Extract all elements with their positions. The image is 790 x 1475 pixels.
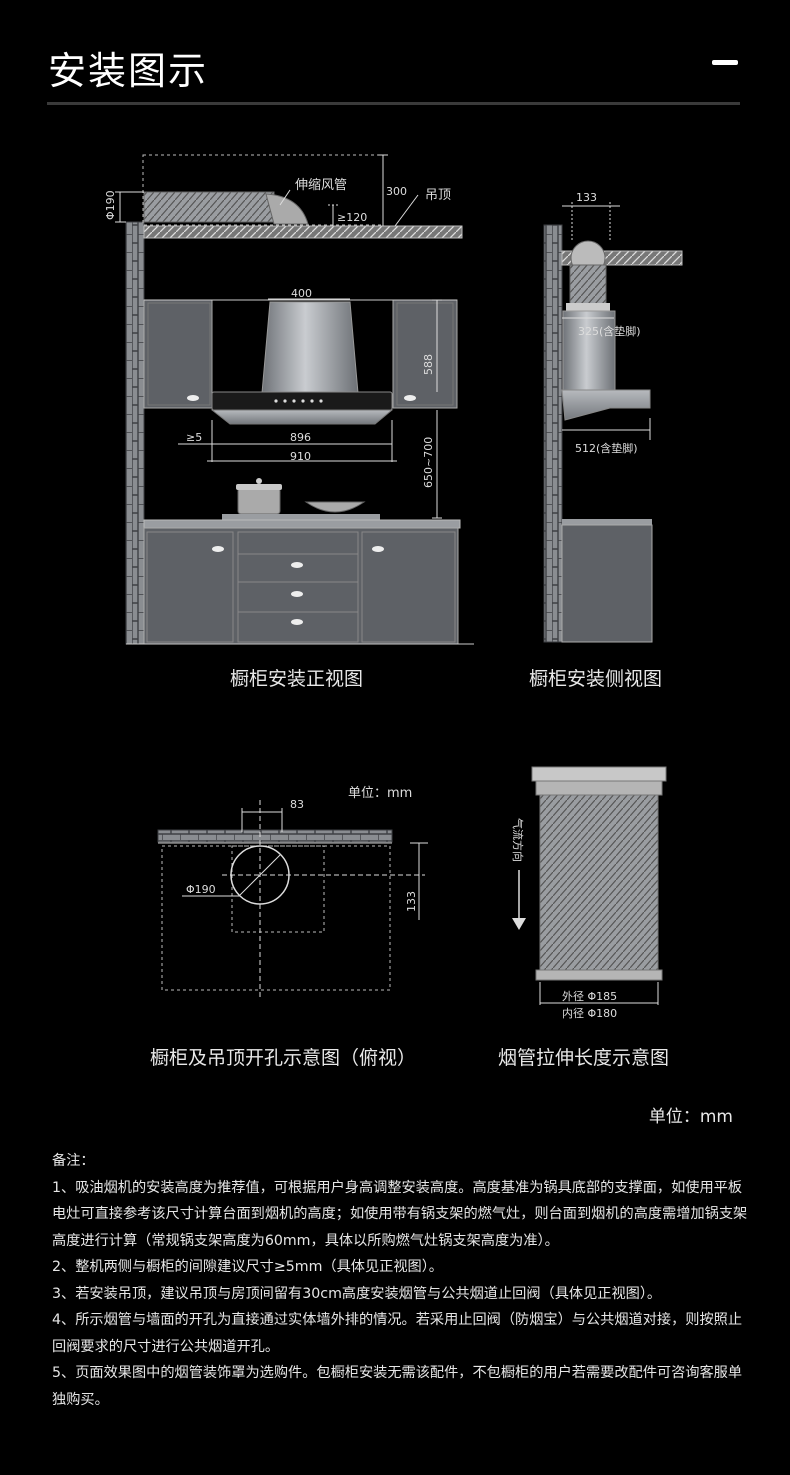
- ceiling-label: 吊顶: [425, 188, 451, 203]
- dim-300: 300: [386, 185, 407, 198]
- top-view-caption: 橱柜及吊顶开孔示意图（俯视）: [150, 1047, 417, 1069]
- top-view-diagram: 83 Φ190 133 单位：mm: [157, 786, 428, 1000]
- note-item: 2、整机两侧与橱柜的间隙建议尺寸≥5mm（具体见正视图）。: [52, 1259, 443, 1275]
- side-view-diagram: 133 325(含垫脚) 512(含垫脚): [543, 191, 683, 643]
- duct-label: 伸缩风管: [295, 177, 347, 193]
- page-title: 安装图示: [48, 49, 209, 93]
- top-dim-phi190: Φ190: [186, 883, 216, 896]
- top-dim-83: 83: [290, 798, 304, 811]
- side-dim-133: 133: [576, 191, 597, 204]
- installation-diagrams: 伸缩风管 吊顶 300 ≥120 Φ190 400 588 ≥5 896 910…: [104, 154, 683, 1020]
- dim-gap5: ≥5: [186, 431, 202, 444]
- unit-label: 单位：mm: [648, 1107, 733, 1127]
- duct-diagram: 气流方向 外径 Φ185 内径 Φ180: [511, 766, 667, 1020]
- side-dim-512: 512(含垫脚): [575, 441, 638, 455]
- front-view-caption: 橱柜安装正视图: [230, 668, 364, 690]
- duct-outer-diameter: 外径 Φ185: [562, 990, 617, 1003]
- note-item: 4、所示烟管与墙面的开孔为直接通过实体墙外排的情况。若采用止回阀（防烟宝）与公共…: [52, 1312, 743, 1355]
- collapse-icon[interactable]: [712, 60, 738, 65]
- notes-heading: 备注：: [52, 1153, 95, 1169]
- duct-inner-diameter: 内径 Φ180: [562, 1006, 617, 1020]
- note-item: 5、页面效果图中的烟管装饰罩为选购件。包橱柜安装无需该配件，不包橱柜的用户若需要…: [52, 1365, 743, 1408]
- dim-896: 896: [290, 431, 311, 444]
- side-dim-325: 325(含垫脚): [578, 324, 641, 338]
- note-item: 3、若安装吊顶，建议吊顶与房顶间留有30cm高度安装烟管与公共烟道止回阀（具体见…: [52, 1285, 662, 1302]
- notes-section: 备注： 1、吸油烟机的安装高度为推荐值，可根据用户身高调整安装高度。高度基准为锅…: [52, 1148, 752, 1413]
- dim-400: 400: [291, 287, 312, 300]
- dim-phi190: Φ190: [104, 190, 117, 220]
- airflow-label: 气流方向: [511, 818, 525, 862]
- side-view-caption: 橱柜安装侧视图: [529, 668, 663, 690]
- dim-120: ≥120: [337, 211, 367, 224]
- front-view-diagram: 伸缩风管 吊顶 300 ≥120 Φ190 400 588 ≥5 896 910…: [104, 154, 474, 645]
- dim-650-700: 650~700: [422, 437, 435, 488]
- top-unit-label: 单位：mm: [348, 786, 412, 801]
- top-dim-133: 133: [405, 891, 418, 912]
- title-divider: [47, 102, 740, 105]
- note-item: 1、吸油烟机的安装高度为推荐值，可根据用户身高调整安装高度。高度基准为锅具底部的…: [52, 1179, 748, 1249]
- duct-view-caption: 烟管拉伸长度示意图: [498, 1047, 670, 1069]
- dim-910: 910: [290, 450, 311, 463]
- dim-588: 588: [422, 354, 435, 375]
